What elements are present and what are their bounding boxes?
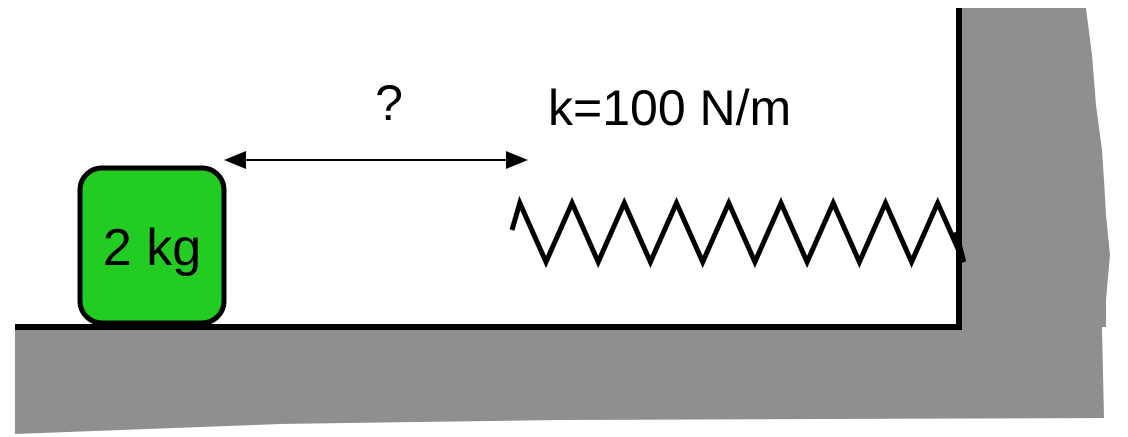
distance-arrowhead-left <box>224 151 246 169</box>
ground-slab <box>15 327 1104 434</box>
spring <box>509 195 967 269</box>
distance-arrowhead-right <box>506 151 528 169</box>
block <box>77 165 227 326</box>
block-mass-label: 2 kg <box>103 219 201 277</box>
distance-label: ? <box>375 75 403 131</box>
wall-slab <box>958 8 1110 327</box>
spring-constant-label: k=100 N/m <box>548 80 791 136</box>
